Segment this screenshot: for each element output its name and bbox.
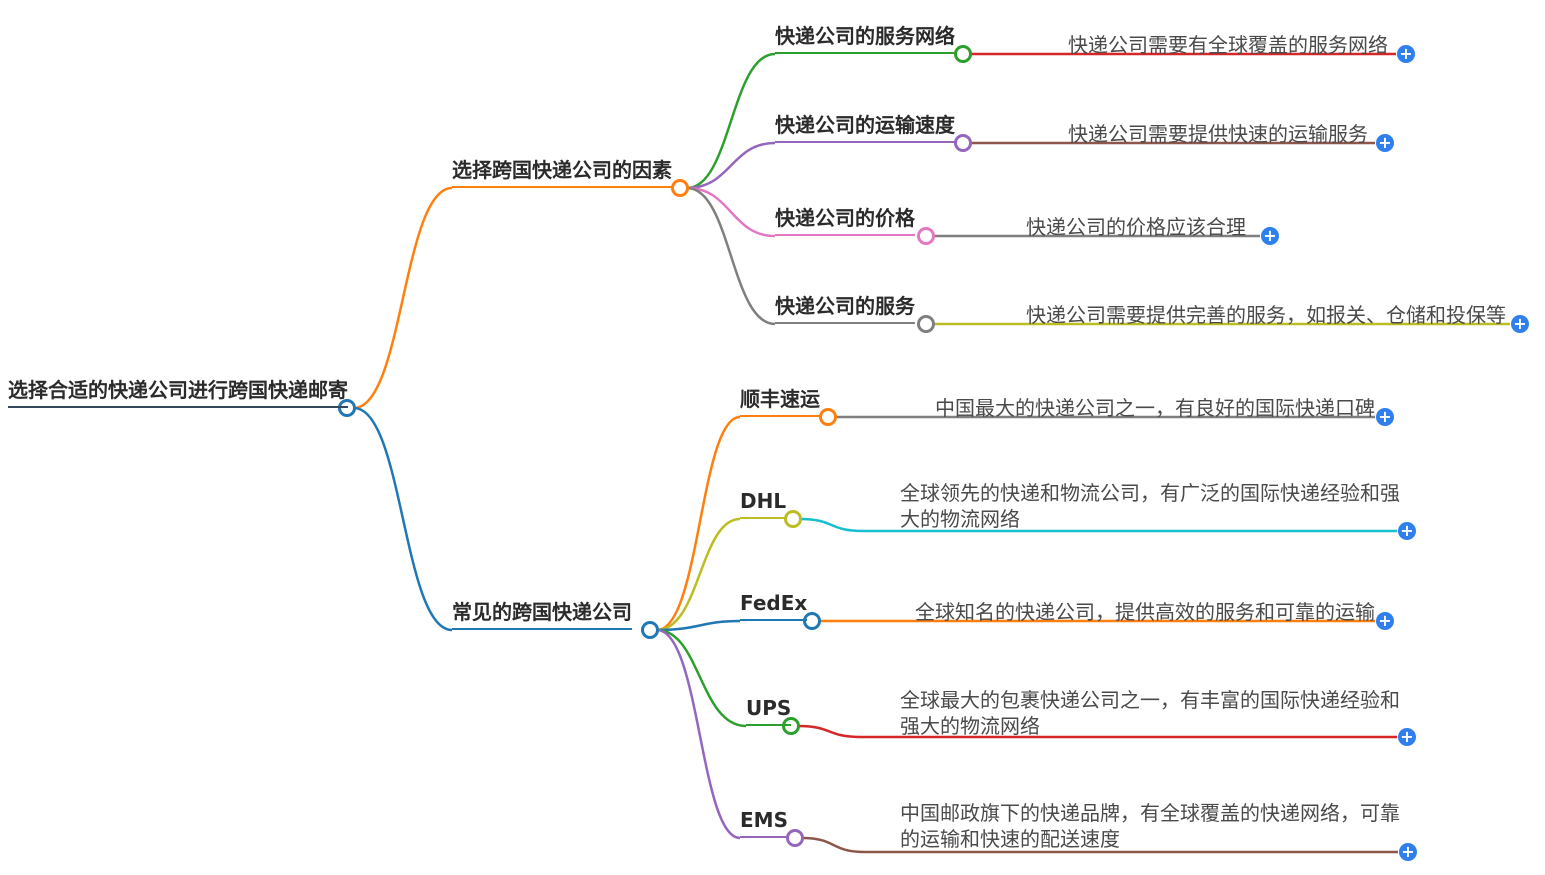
child-label-speed[interactable]: 快递公司的运输速度 — [775, 113, 955, 143]
expand-button-ups[interactable]: + — [1398, 728, 1416, 746]
node-handle-dhl[interactable] — [784, 510, 802, 528]
node-handle-fedex[interactable] — [803, 612, 821, 630]
link-company-fedex — [656, 619, 741, 632]
detail-text-ups: 全球最大的包裹快递公司之一，有丰富的国际快递经验和强大的物流网络 — [900, 688, 1400, 738]
link-company-ems — [656, 628, 741, 840]
detail-text-fedex: 全球知名的快递公司，提供高效的服务和可靠的运输 — [915, 600, 1375, 624]
link-factor-speed — [686, 141, 776, 190]
link-root-companies — [353, 406, 453, 632]
link-factor-service-network — [686, 52, 776, 190]
expand-button-ems[interactable]: + — [1399, 843, 1417, 861]
link-company-ups — [656, 628, 747, 728]
child-label-service[interactable]: 快递公司的服务 — [775, 294, 915, 324]
detail-text-sf: 中国最大的快递公司之一，有良好的国际快递口碑 — [935, 396, 1375, 420]
detail-text-service: 快递公司需要提供完善的服务，如报关、仓储和投保等 — [1026, 303, 1506, 327]
detail-text-speed: 快递公司需要提供快速的运输服务 — [1068, 122, 1368, 146]
node-handle-companies[interactable] — [641, 621, 659, 639]
node-handle-root[interactable] — [338, 399, 356, 417]
node-handle-service[interactable] — [917, 315, 935, 333]
link-company-dhl — [656, 517, 741, 632]
expand-button-sf[interactable]: + — [1376, 408, 1394, 426]
node-handle-factors[interactable] — [671, 179, 689, 197]
node-handle-sf[interactable] — [819, 408, 837, 426]
link-root-factors — [353, 186, 453, 410]
child-label-price[interactable]: 快递公司的价格 — [775, 206, 915, 236]
detail-text-dhl: 全球领先的快递和物流公司，有广泛的国际快递经验和强大的物流网络 — [900, 481, 1400, 531]
expand-button-speed[interactable]: + — [1376, 134, 1394, 152]
child-label-ems[interactable]: EMS — [740, 808, 788, 838]
root-node-label[interactable]: 选择合适的快递公司进行跨国快递邮寄 — [8, 378, 348, 408]
child-label-dhl[interactable]: DHL — [740, 489, 787, 519]
expand-button-service-network[interactable]: + — [1397, 45, 1415, 63]
node-handle-ups[interactable] — [782, 717, 800, 735]
link-factor-price — [686, 186, 776, 238]
expand-button-price[interactable]: + — [1261, 227, 1279, 245]
link-factor-service — [686, 186, 776, 326]
branch-label-factors[interactable]: 选择跨国快递公司的因素 — [452, 158, 672, 188]
node-handle-service-network[interactable] — [954, 45, 972, 63]
node-handle-speed[interactable] — [954, 134, 972, 152]
child-label-service-network[interactable]: 快递公司的服务网络 — [775, 24, 955, 54]
detail-text-price: 快递公司的价格应该合理 — [1026, 215, 1246, 239]
node-handle-ems[interactable] — [786, 829, 804, 847]
branch-label-companies[interactable]: 常见的跨国快递公司 — [452, 600, 632, 630]
detail-text-service-network: 快递公司需要有全球覆盖的服务网络 — [1068, 33, 1388, 57]
node-handle-price[interactable] — [917, 227, 935, 245]
expand-button-dhl[interactable]: + — [1398, 522, 1416, 540]
child-label-sf[interactable]: 顺丰速运 — [740, 387, 820, 417]
child-label-fedex[interactable]: FedEx — [740, 591, 808, 621]
link-company-sf — [656, 415, 741, 632]
child-label-ups[interactable]: UPS — [746, 696, 792, 726]
expand-button-fedex[interactable]: + — [1376, 612, 1394, 630]
expand-button-service[interactable]: + — [1511, 315, 1529, 333]
detail-text-ems: 中国邮政旗下的快递品牌，有全球覆盖的快递网络，可靠的运输和快速的配送速度 — [900, 801, 1400, 851]
